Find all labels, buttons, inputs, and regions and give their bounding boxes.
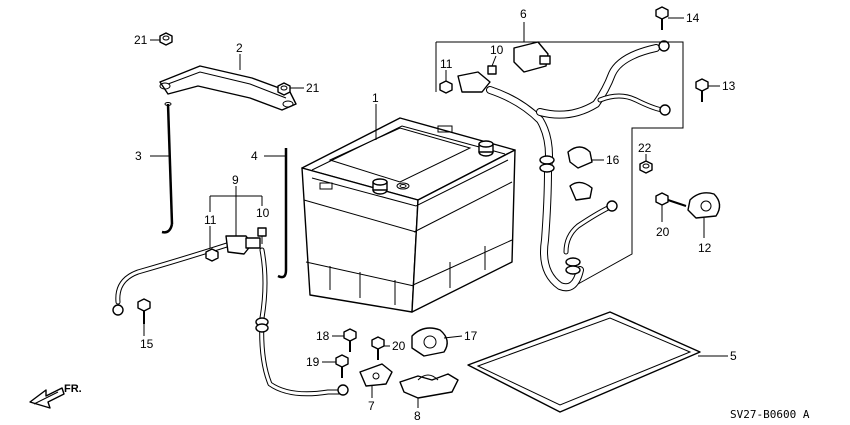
bolt-10-top <box>487 65 497 75</box>
clamp-17 <box>411 327 448 357</box>
battery-tray <box>467 311 701 413</box>
nut-11-top <box>439 80 453 94</box>
part-label: 20 <box>656 225 670 239</box>
nut-22 <box>639 160 653 174</box>
part-label: 12 <box>698 241 712 255</box>
part-label: 13 <box>722 79 736 93</box>
part-label: 21 <box>306 81 320 95</box>
part-label: 16 <box>606 153 620 167</box>
hold-down-bracket <box>159 65 297 111</box>
part-label: 18 <box>316 329 330 343</box>
part-label: 7 <box>368 399 375 413</box>
bolt-15 <box>137 298 151 324</box>
bolt-18 <box>343 328 357 352</box>
positive-harness <box>457 40 671 292</box>
direction-label: FR. <box>64 383 82 395</box>
bolt-13 <box>695 78 709 102</box>
part-label: 15 <box>140 337 154 351</box>
clamp-12 <box>687 192 721 219</box>
nut-11-left <box>205 248 219 262</box>
part-label: 11 <box>440 57 453 71</box>
bolt-10-left <box>257 227 267 244</box>
nut-21-top-left <box>159 32 173 46</box>
bracket-7 <box>359 363 393 387</box>
negative-cable <box>112 235 349 397</box>
clip-16 <box>567 146 593 201</box>
part-label: 17 <box>464 329 478 343</box>
part-label: 6 <box>520 7 527 21</box>
part-label: 4 <box>251 149 258 163</box>
part-label: 1 <box>372 91 379 105</box>
part-label: 10 <box>256 206 270 220</box>
part-label: 2 <box>236 41 243 55</box>
holder-8 <box>399 373 459 399</box>
part-label: 5 <box>730 349 737 363</box>
bolt-14 <box>655 6 669 30</box>
part-label: 14 <box>686 11 700 25</box>
nut-21-right <box>277 82 291 96</box>
part-label: 3 <box>135 149 142 163</box>
part-label: 20 <box>392 339 406 353</box>
bolt-19 <box>335 354 349 378</box>
part-label: 19 <box>306 355 320 369</box>
part-label: 8 <box>414 409 421 423</box>
part-label: 10 <box>490 43 504 57</box>
diagram-code: SV27-B0600 A <box>730 408 810 421</box>
part-label: 11 <box>204 213 217 227</box>
part-labels: 1 2 3 4 5 6 7 8 9 10 10 11 11 12 13 14 1… <box>134 7 737 423</box>
part-label: 21 <box>134 33 148 47</box>
bolt-20-bottom <box>371 336 385 360</box>
hold-down-rod-3 <box>161 102 174 234</box>
part-label: 22 <box>638 141 652 155</box>
front-direction-arrow: FR. <box>29 383 82 409</box>
hold-down-rod-4 <box>277 148 288 279</box>
leader-lines <box>143 17 728 408</box>
battery <box>301 117 516 313</box>
bolt-20-right <box>655 192 687 207</box>
part-label: 9 <box>232 173 239 187</box>
